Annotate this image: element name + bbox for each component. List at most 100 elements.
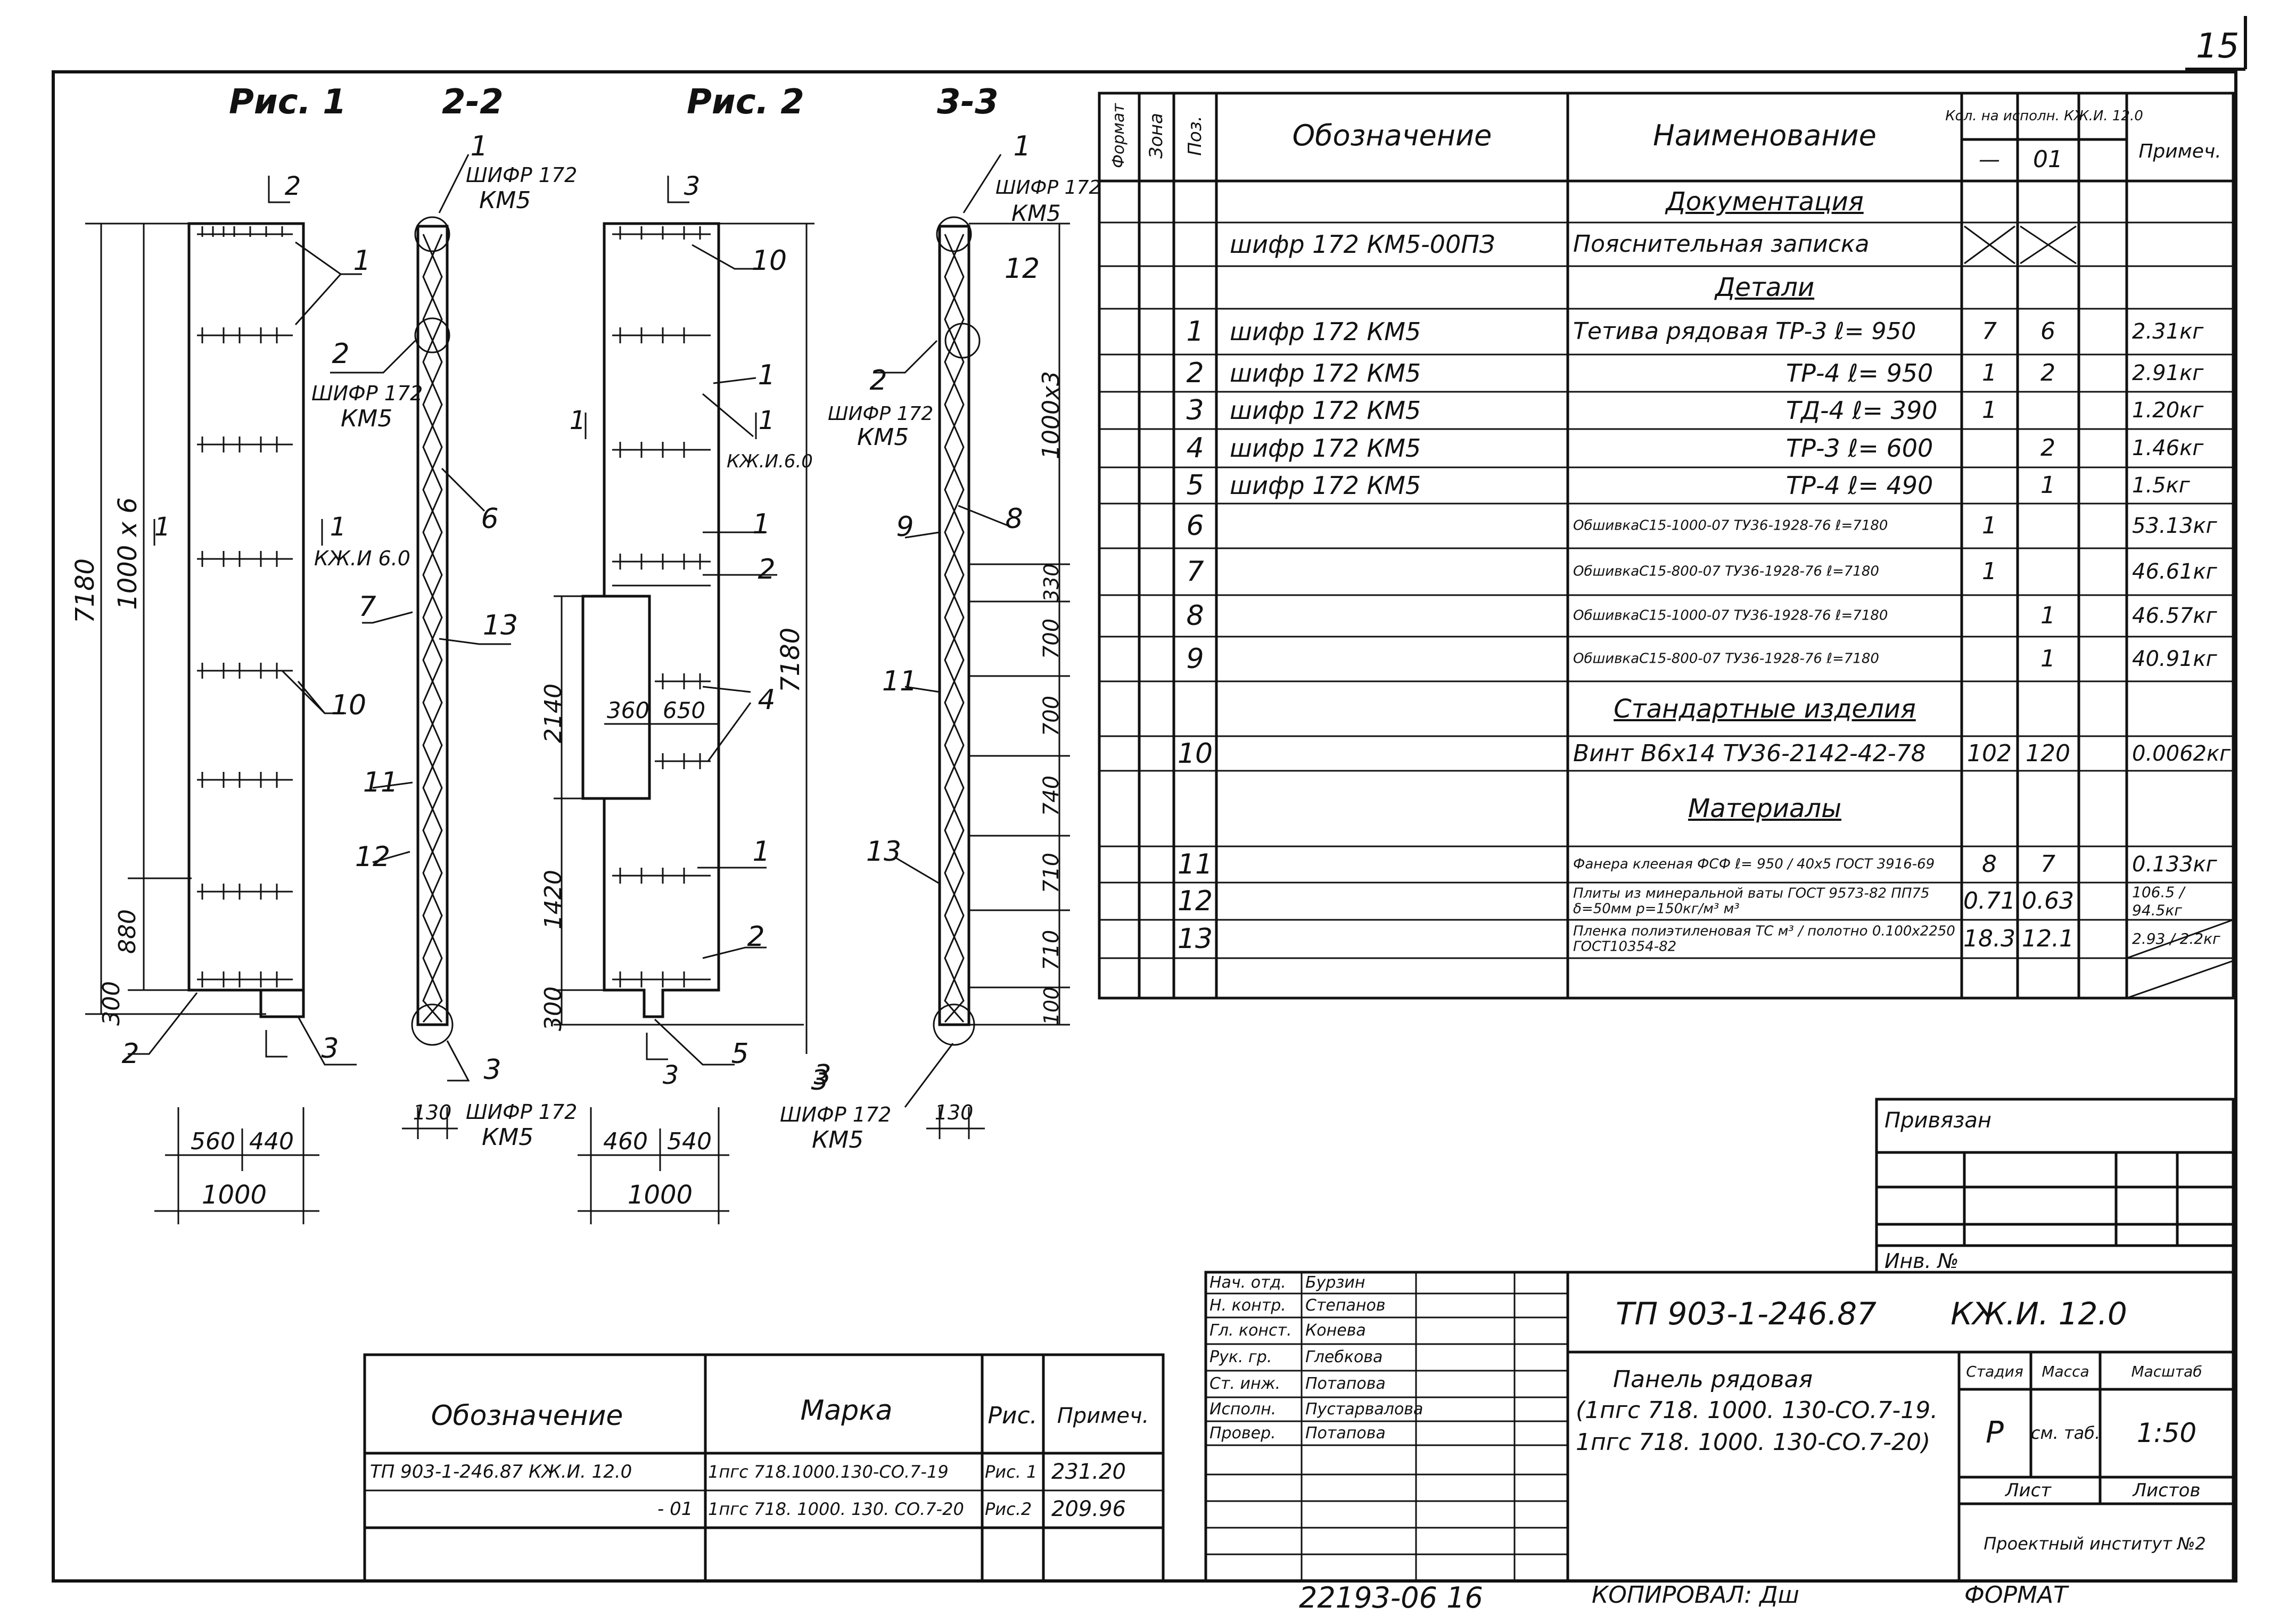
- fig2-dim-1420: 1420: [540, 870, 567, 929]
- spec-header-qty-01: 01: [2033, 146, 2063, 173]
- title-stage-label: Стадия: [1966, 1363, 2023, 1380]
- spec-row-name: ОбшивкаС15-800-07 ТУ36-1928-76 ℓ=7180: [1573, 563, 1879, 580]
- marks-header-fig: Рис.: [987, 1402, 1038, 1429]
- spec-header-format: Формат: [1109, 103, 1128, 168]
- fig1-section-mark-2: 2: [284, 171, 301, 201]
- title-sheets-label: Листов: [2133, 1480, 2201, 1501]
- spec-row-pos: 5: [1186, 469, 1204, 501]
- section-3-3-label: 3-3: [937, 83, 999, 122]
- title-role: Нач. отд.: [1209, 1273, 1286, 1292]
- fig1-dim-300: 300: [98, 981, 125, 1026]
- spec-row-qty-main: 18.3: [1963, 925, 2015, 952]
- s22-callout-2: 2: [332, 338, 350, 370]
- spec-row-name: ТР-3 ℓ= 600: [1786, 434, 1933, 463]
- spec-row-pos: 3: [1186, 394, 1204, 426]
- spec-row-designation: шифр 172 КМ5: [1230, 396, 1421, 425]
- fig1-callout-1: 1: [353, 245, 371, 277]
- marks-header-mark: Марка: [800, 1395, 893, 1427]
- spec-header-note: Примеч.: [2138, 141, 2221, 162]
- spec-row-note: 0.133кг: [2132, 852, 2217, 877]
- marks-table-grid: [363, 1353, 1165, 1583]
- fig2-callout-3: 3: [813, 1059, 832, 1091]
- fig1-callout-10: 10: [331, 689, 367, 721]
- title-role: Гл. конст.: [1209, 1321, 1292, 1340]
- s33-dim-700a: 700: [1039, 618, 1064, 660]
- title-role: Рук. гр.: [1209, 1348, 1272, 1366]
- spec-row-note: 1.5кг: [2132, 473, 2190, 498]
- title-role: Ст. инж.: [1209, 1374, 1281, 1393]
- title-person: Конева: [1305, 1321, 1366, 1340]
- fig2-callout-10: 10: [751, 245, 787, 277]
- fig1-dim-880: 880: [114, 909, 141, 954]
- s22-callout-6: 6: [481, 503, 499, 535]
- spec-row-qty-main: 1: [1982, 512, 1997, 539]
- s22-callout-12: 12: [355, 841, 391, 873]
- s33-dim-100: 100: [1040, 986, 1063, 1026]
- spec-row-designation: шифр 172 КМ5-00ПЗ: [1230, 230, 1495, 259]
- fig1-panel: [85, 176, 362, 1224]
- marks-row-mark: 1пгс 718.1000.130-СО.7-19: [708, 1462, 949, 1482]
- spec-row-qty-main: 1: [1982, 397, 1997, 424]
- fig2-dim-650: 650: [662, 697, 706, 723]
- spec-row-name: ОбшивкаС15-800-07 ТУ36-1928-76 ℓ=7180: [1573, 650, 1879, 667]
- fig2-section-mark-3: 3: [684, 171, 701, 201]
- fig2-callout-2b: 2: [747, 921, 765, 953]
- fig1-callout-3: 3: [321, 1033, 339, 1065]
- s33-callout-3: 3: [811, 1065, 829, 1097]
- spec-row-qty-main: 1: [1982, 359, 1997, 386]
- fig2-dim-460: 460: [603, 1128, 648, 1155]
- fig1-dim-1000x6: 1000 x 6: [113, 497, 143, 610]
- spec-row-pos: 4: [1186, 432, 1204, 464]
- s33-callout-12: 12: [1004, 253, 1040, 285]
- fig2-callout-5: 5: [731, 1038, 749, 1070]
- marks-row-fig: Рис. 1: [985, 1462, 1038, 1482]
- spec-row-name: ТД-4 ℓ= 390: [1786, 396, 1938, 425]
- marks-row-mark: 1пгс 718. 1000. 130. СО.7-20: [708, 1499, 964, 1519]
- spec-row-qty-main: 8: [1982, 851, 1997, 878]
- bottom-code: 22193-06 16: [1299, 1581, 1483, 1614]
- fig2-callout-1c: 1: [752, 836, 770, 868]
- spec-row-note: 0.0062кг: [2132, 741, 2231, 766]
- s33-callout-13: 13: [866, 836, 902, 868]
- binding-inv: Инв. №: [1884, 1249, 1959, 1273]
- marks-row-fig: Рис.2: [985, 1499, 1032, 1519]
- spec-row-name: Плиты из минеральной ваты ГОСТ 9573-82 П…: [1573, 885, 1930, 917]
- spec-row-qty-01: 2: [2040, 434, 2055, 462]
- title-person: Потапова: [1305, 1374, 1386, 1393]
- spec-row-designation: шифр 172 КМ5: [1230, 359, 1421, 388]
- s33-callout-9: 9: [896, 511, 914, 543]
- fig1-section-mark-1b: 1: [330, 512, 347, 542]
- spec-row-pos: 12: [1177, 885, 1213, 917]
- title-org: Проектный институт №2: [1984, 1534, 2206, 1554]
- spec-row-name: ТР-4 ℓ= 490: [1786, 471, 1933, 500]
- title-stage: Р: [1986, 1415, 2004, 1450]
- spec-row-qty-01: 7: [2040, 851, 2055, 878]
- title-person: Пустарвалова: [1305, 1400, 1423, 1419]
- section-2-2-label: 2-2: [442, 83, 504, 122]
- spec-row-qty-01: 6: [2040, 318, 2055, 345]
- spec-row-note: 53.13кг: [2132, 514, 2217, 538]
- spec-header-designation: Обозначение: [1292, 119, 1492, 152]
- spec-row-qty-main: 7: [1982, 318, 1997, 345]
- spec-row-note: 46.61кг: [2132, 559, 2217, 584]
- fig1-callout-2: 2: [121, 1038, 139, 1070]
- spec-row-name: Тетива рядовая ТР-3 ℓ= 950: [1573, 317, 1916, 345]
- s22-callout-1: 1: [470, 130, 488, 162]
- sheet-frame: [52, 16, 2247, 1583]
- spec-row-qty-main: 1: [1982, 558, 1997, 585]
- section-2-2: [330, 154, 511, 1139]
- fig2-dim-2140: 2140: [540, 683, 567, 743]
- fig1-dim-440: 440: [249, 1128, 294, 1155]
- spec-row-note: 2.31кг: [2132, 319, 2204, 344]
- spec-row-note: 2.93 / 2.2кг: [2132, 930, 2220, 948]
- fig1-dim-7180: 7180: [70, 558, 100, 624]
- spec-row-pos: 7: [1186, 556, 1204, 588]
- spec-row-pos: 8: [1186, 600, 1204, 632]
- spec-row-pos: 1: [1186, 316, 1204, 348]
- binding-title: Привязан: [1884, 1108, 1992, 1133]
- title-doc-code: ТП 903-1-246.87: [1616, 1296, 1877, 1332]
- spec-row-qty-01: 1: [2040, 645, 2055, 672]
- spec-table-grid: [1098, 92, 2235, 1000]
- s33-dim-700b: 700: [1039, 695, 1064, 737]
